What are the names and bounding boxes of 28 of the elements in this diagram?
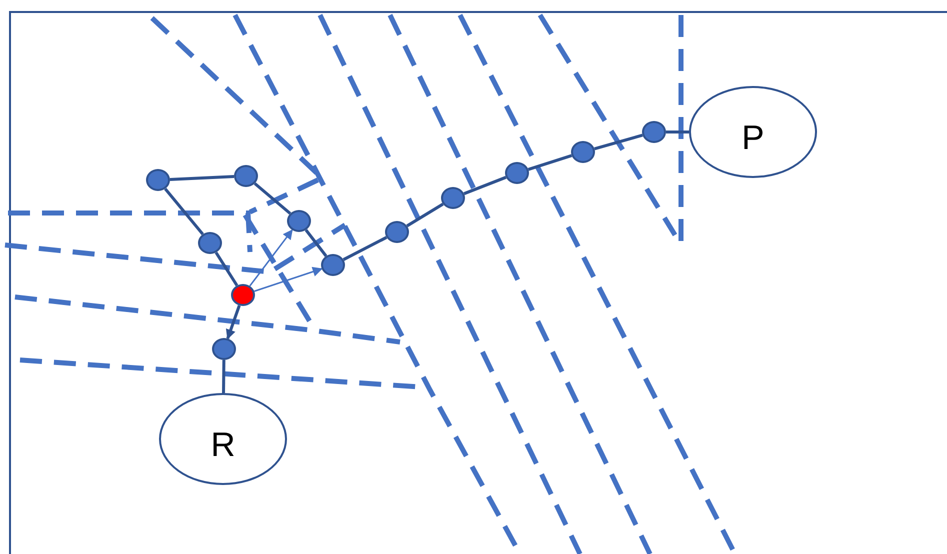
path-line — [666, 130, 689, 134]
path-bead — [231, 284, 255, 306]
path-line — [170, 175, 234, 181]
arrow — [249, 229, 293, 286]
path-bead — [212, 338, 236, 360]
path-line — [222, 360, 226, 394]
arrow — [254, 266, 323, 292]
path-bead — [385, 221, 409, 243]
path-bead — [441, 187, 465, 209]
path-line — [528, 154, 572, 171]
path-bead — [234, 165, 258, 187]
path-line — [342, 236, 388, 261]
path-bead — [321, 254, 345, 276]
path-line — [406, 202, 444, 228]
path-line — [214, 252, 238, 286]
path-line — [594, 134, 643, 150]
path-line — [304, 229, 328, 257]
path-bead — [571, 141, 595, 163]
path-bead — [642, 121, 666, 143]
state-label: P — [742, 118, 764, 155]
path-bead — [287, 210, 311, 232]
path-line — [254, 182, 292, 215]
state-label: R — [210, 425, 236, 462]
path-line — [164, 188, 204, 236]
path-line — [464, 176, 506, 196]
path-bead — [505, 162, 529, 184]
path-bead — [146, 169, 170, 191]
path-bead — [198, 232, 222, 254]
